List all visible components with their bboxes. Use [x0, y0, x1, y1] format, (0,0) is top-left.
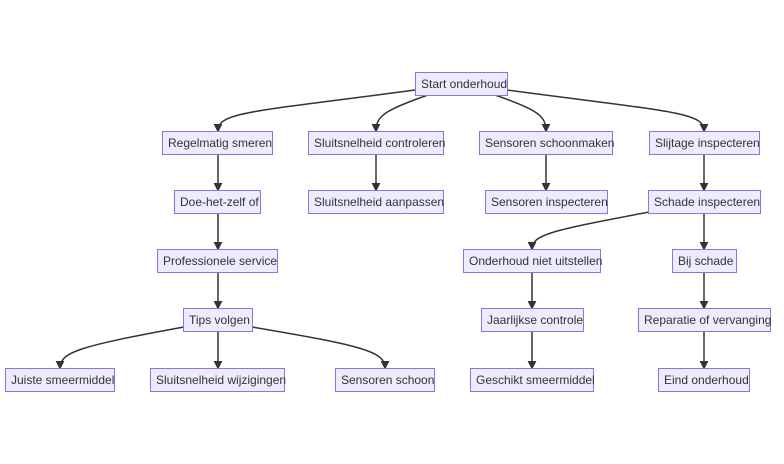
edge-tips-right-lube [55, 326, 185, 370]
node-geschikt-smeermiddel: Geschikt smeermiddel [470, 368, 595, 392]
node-slijtage-inspecteren: Slijtage inspecteren [649, 131, 760, 155]
node-jaarlijkse-controle: Jaarlijkse controle [481, 308, 584, 332]
node-sensoren-schoonmaken: Sensoren schoonmaken [479, 131, 614, 155]
node-bij-schade: Bij schade [672, 249, 737, 273]
node-tips-volgen: Tips volgen [183, 308, 253, 332]
node-professionele-service: Professionele service [157, 249, 278, 273]
node-sluitsnelheid-controleren: Sluitsnelheid controleren [308, 131, 445, 155]
node-sluitsnelheid-aanpassen: Sluitsnelheid aanpassen [308, 190, 444, 214]
node-sensoren-inspecteren: Sensoren inspecteren [485, 190, 608, 214]
node-schade-inspecteren: Schade inspecteren [648, 190, 761, 214]
node-eind-onderhoud: Eind onderhoud [658, 368, 750, 392]
node-juiste-smeermiddel: Juiste smeermiddel [5, 368, 115, 392]
edge-tips-sensors-clean [251, 326, 390, 370]
node-sluitsnelheid-wijzigingen: Sluitsnelheid wijzigingen [150, 368, 286, 392]
edge-start-clean-sensors [494, 94, 551, 133]
node-reparatie-of-vervanging: Reparatie of vervanging [638, 308, 771, 332]
edge-start-speed-check [371, 94, 429, 133]
edge-start-lubricate [213, 89, 416, 133]
edge-start-wear-inspect [506, 89, 709, 133]
edge-damage-inspect-no-delay [527, 211, 650, 251]
node-onderhoud-niet-uitstellen: Onderhoud niet uitstellen [463, 249, 602, 273]
node-start-onderhoud: Start onderhoud [415, 72, 508, 96]
node-sensoren-schoon: Sensoren schoon [335, 368, 435, 392]
node-regelmatig-smeren: Regelmatig smeren [162, 131, 273, 155]
node-doe-het-zelf-of: Doe-het-zelf of [174, 190, 261, 214]
